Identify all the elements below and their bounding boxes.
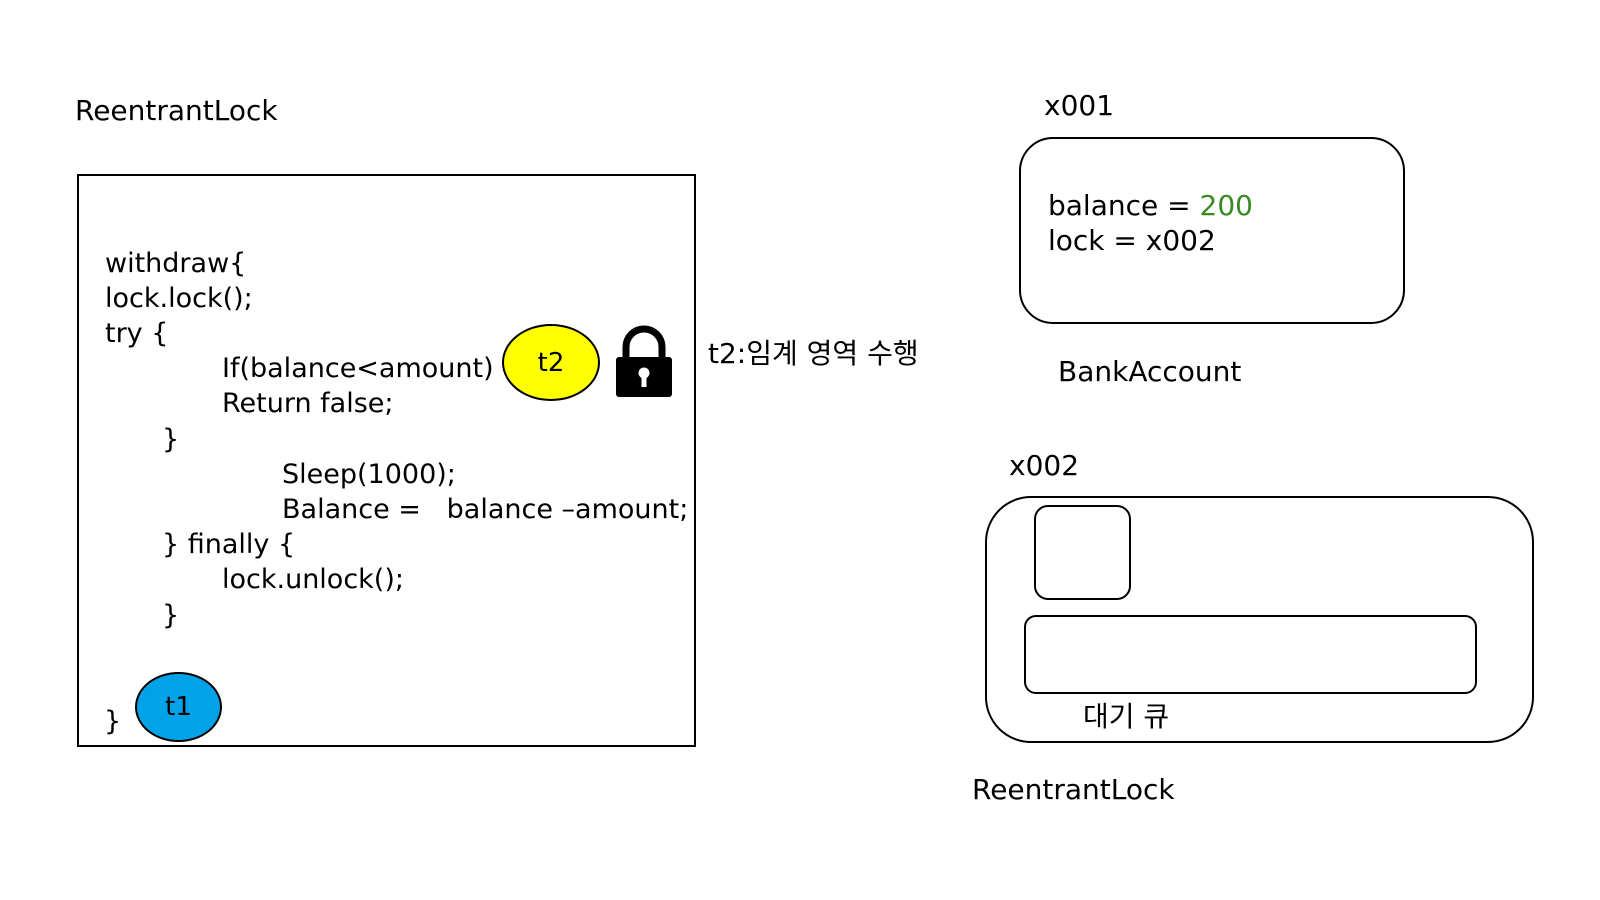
reentrant-lock-caption: ReentrantLock — [972, 773, 1175, 806]
lock-field: lock = x002 — [1048, 224, 1216, 257]
code-line: try { — [105, 318, 169, 349]
code-line: Return false; — [222, 388, 394, 419]
bank-account-box — [1019, 137, 1405, 324]
code-line: lock.lock(); — [105, 283, 253, 314]
code-line: Balance = balance –amount; — [282, 494, 689, 525]
padlock-icon — [616, 325, 672, 397]
code-line: } finally { — [162, 529, 296, 560]
thread-t1: t1 — [135, 672, 222, 742]
lock-address: x002 — [1009, 449, 1080, 482]
wait-queue-box — [1024, 615, 1477, 694]
bank-account-address: x001 — [1044, 89, 1115, 122]
code-line: If(balance<amount) { — [222, 353, 520, 384]
reentrant-lock-box — [985, 496, 1534, 743]
thread-t1-label: t1 — [165, 692, 192, 722]
bank-account-caption: BankAccount — [1058, 355, 1242, 388]
balance-value: 200 — [1199, 189, 1253, 222]
code-line: lock.unlock(); — [222, 564, 404, 595]
balance-label: balance = — [1048, 189, 1200, 222]
left-title: ReentrantLock — [75, 94, 278, 127]
code-line: withdraw{ — [105, 248, 247, 279]
code-line: } — [162, 424, 180, 455]
thread-t2-label: t2 — [537, 347, 565, 378]
critical-section-annotation: t2:임계 영역 수행 — [708, 337, 919, 370]
code-line: } — [104, 706, 122, 737]
balance-field: balance = 200 — [1048, 192, 1253, 220]
code-line: } — [162, 600, 180, 631]
code-line: Sleep(1000); — [282, 459, 456, 490]
wait-queue-label: 대기 큐 — [1083, 700, 1170, 733]
thread-t2: t2 — [502, 324, 600, 401]
lock-owner-slot — [1034, 505, 1131, 600]
withdraw-code-box — [77, 174, 696, 747]
